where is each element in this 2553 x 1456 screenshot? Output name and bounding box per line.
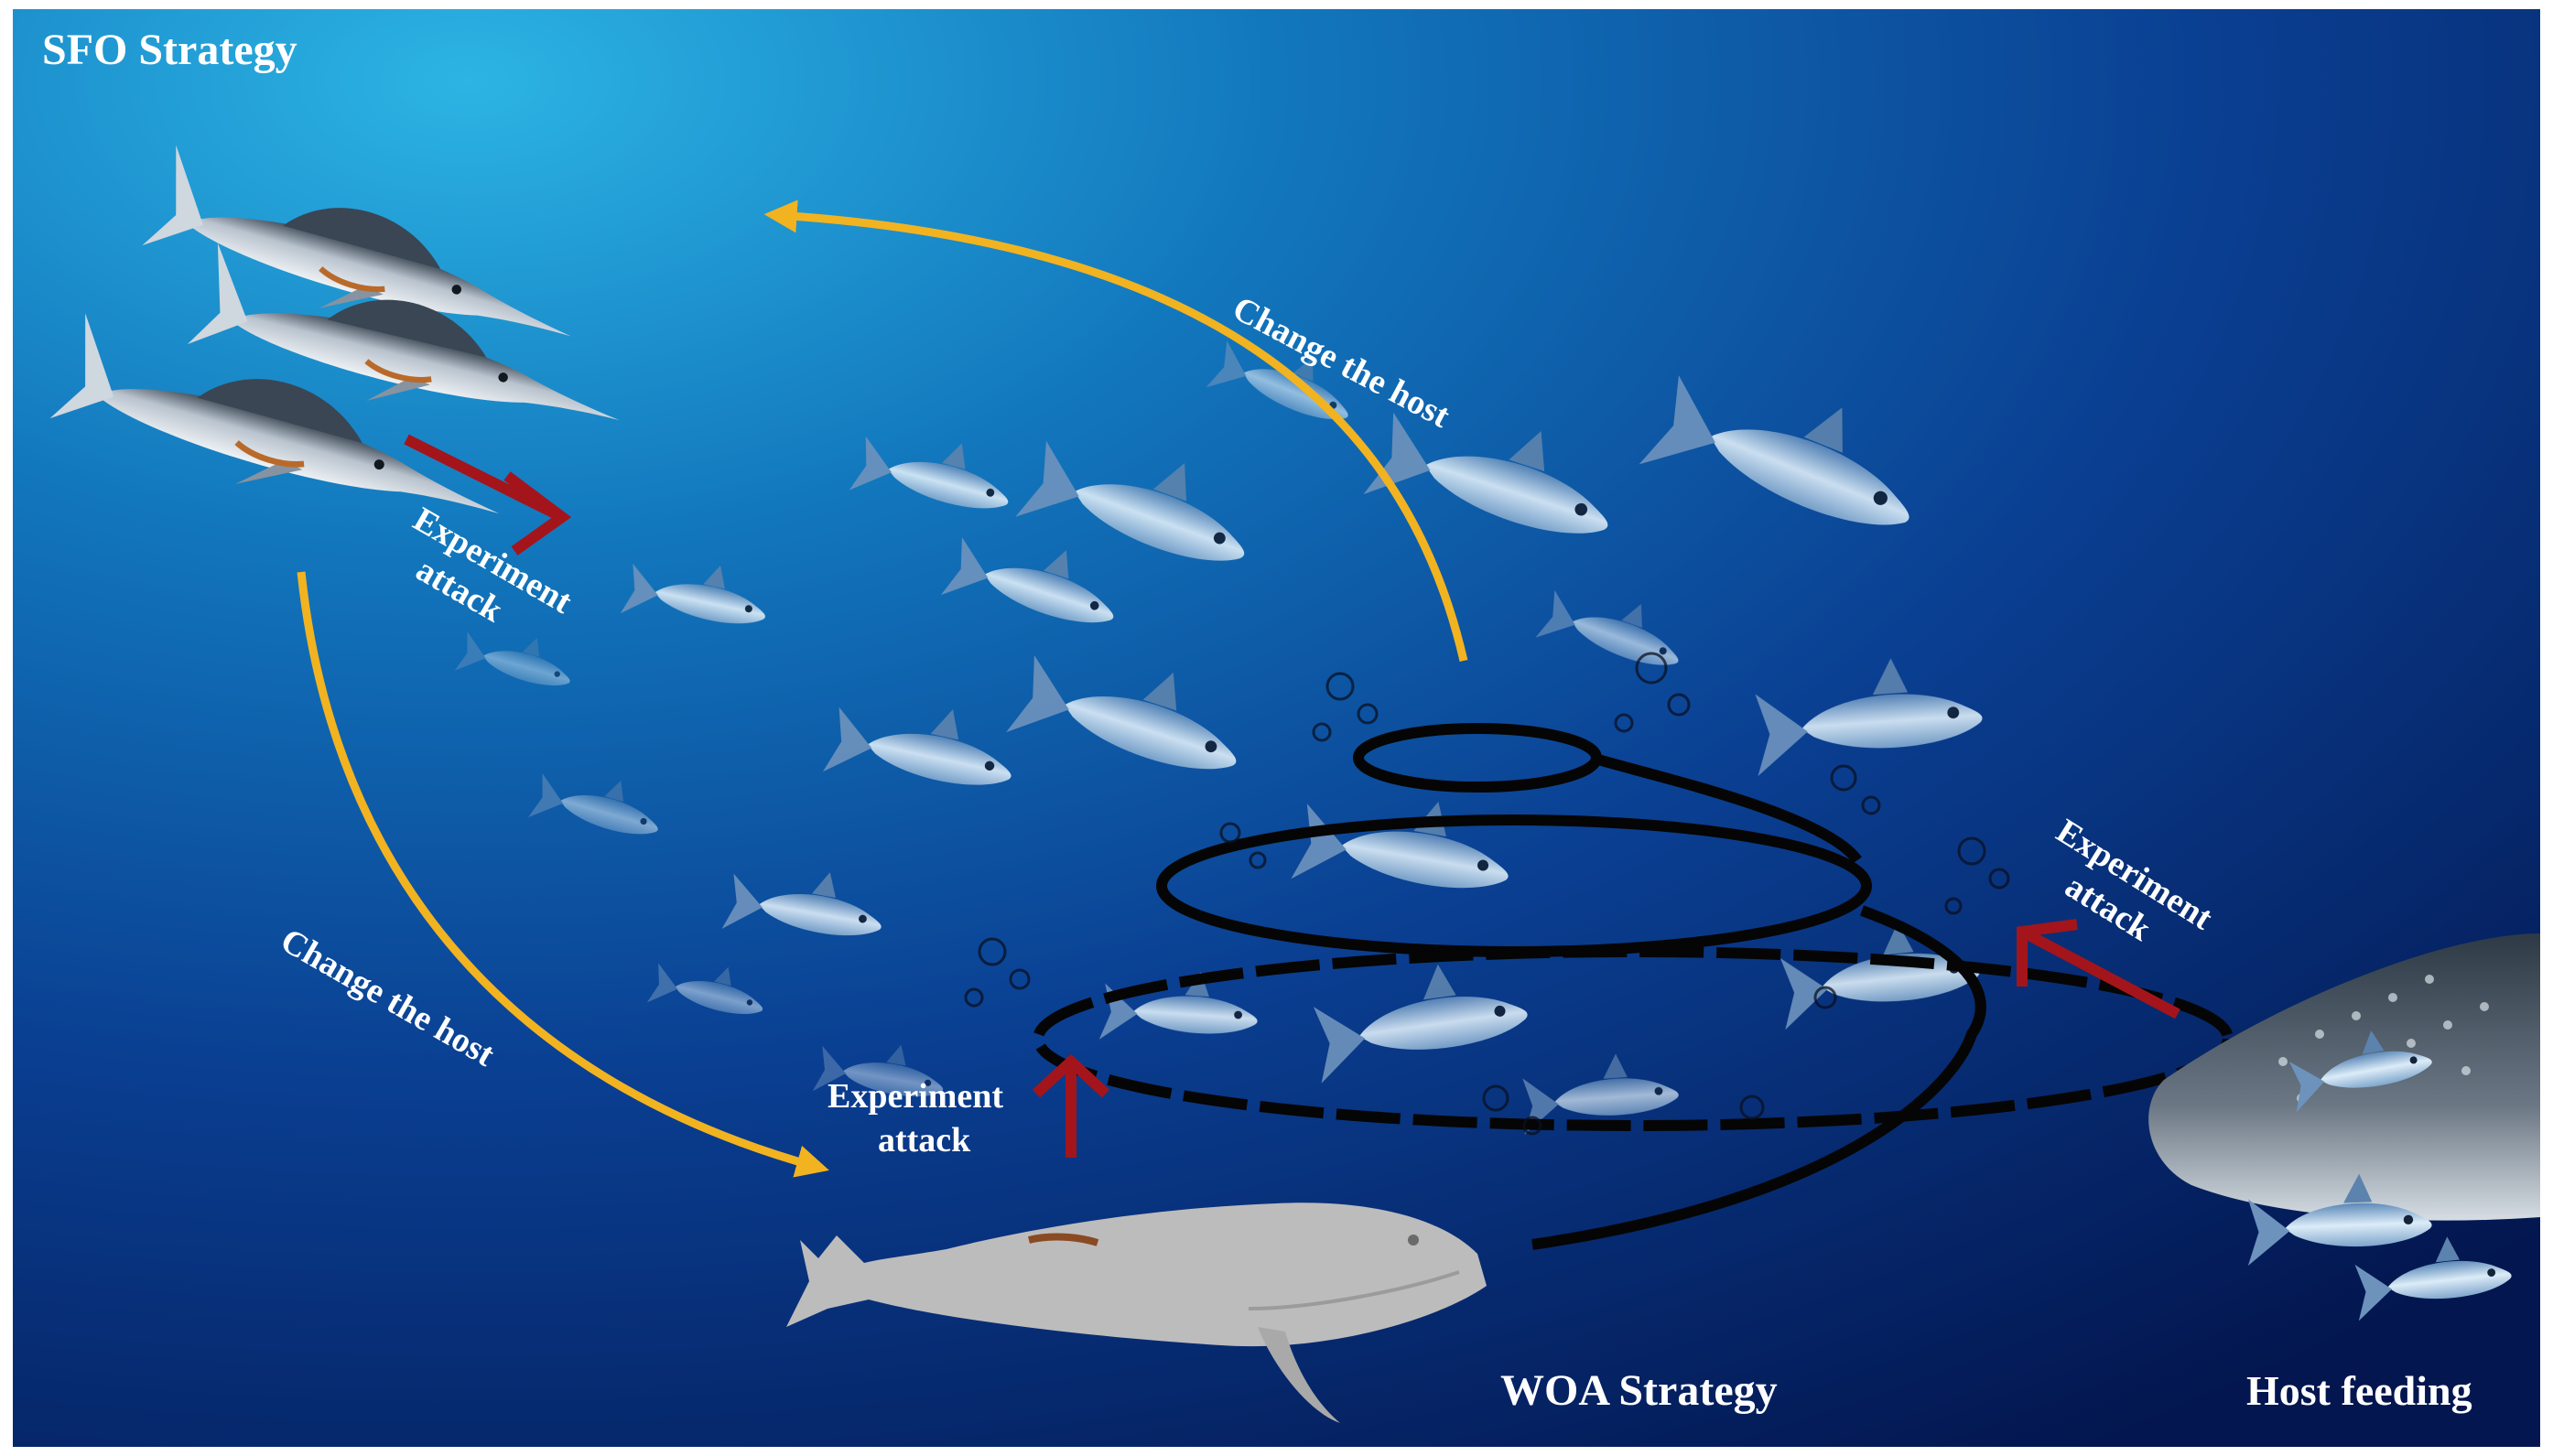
attack-arrow-right [2017,919,2180,1019]
spiral-connector [1531,752,1986,1250]
host-feeding-title: Host feeding [2246,1367,2472,1414]
attack-arrow-lower [1032,1053,1110,1158]
bubble-net-spiral [1033,723,2234,1250]
change-host-arrow-top [763,200,1468,663]
diagram-frame: SFO Strategy WOA Strategy Host feeding C… [13,9,2540,1447]
woa-strategy-title: WOA Strategy [1500,1366,1778,1415]
sfo-woa-diagram: SFO Strategy WOA Strategy Host feeding C… [13,9,2540,1447]
sfo-strategy-title: SFO Strategy [42,26,297,74]
whale-shark-icon [2148,933,2540,1321]
experiment-attack-label-lower: Experiment attack [828,1077,1003,1159]
attack-arrow-upper [404,434,572,555]
attack-lower-line1: Experiment [828,1077,1003,1116]
humpback-whale-icon [786,1203,1487,1423]
spiral-ring-3 [1033,946,2234,1131]
bubbles [964,652,2010,1136]
attack-lower-line2: attack [878,1121,971,1159]
change-host-arrow-left [297,571,829,1178]
